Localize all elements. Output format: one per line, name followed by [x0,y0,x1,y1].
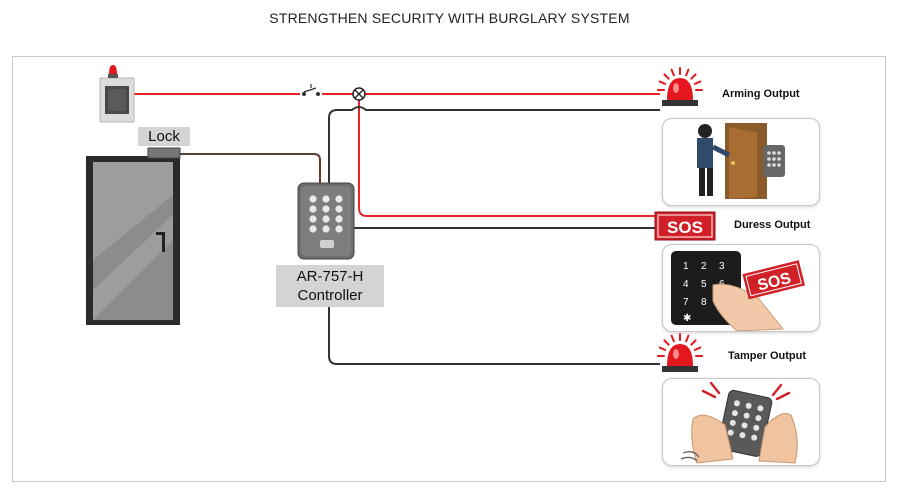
duress-illustration-card: 123 456 78 ✱ SOS [662,244,820,332]
alarm-box-icon [99,65,135,123]
keypad-key [322,195,330,203]
keypad-icon [297,182,355,260]
duress-output-label: Duress Output [734,219,811,231]
wires [134,93,660,365]
keypad-key [335,225,343,233]
controller-name: Controller [297,287,363,304]
sos-badge: SOS [654,211,716,241]
svg-text:3: 3 [719,261,725,272]
keypad-key [335,195,343,203]
svg-text:8: 8 [701,297,707,308]
dark-wire-arming [328,106,660,188]
siren-icon [657,67,703,106]
svg-text:4: 4 [683,279,689,290]
keypad-key [322,205,330,213]
lock-icon [147,147,181,159]
switch-icon [300,84,322,100]
sos-badge-text: SOS [667,218,703,237]
keypad-key [309,225,317,233]
page-title: STRENGTHEN SECURITY WITH BURGLARY SYSTEM [269,10,630,26]
siren-icon [657,333,703,372]
lock-label: Lock [138,127,190,146]
controller-label: AR-757-H Controller [276,265,384,307]
svg-text:7: 7 [683,297,689,308]
burglar-door-illustration [697,123,785,199]
keypad-key [322,225,330,233]
arming-output-label: Arming Output [722,88,800,100]
svg-text:5: 5 [701,279,707,290]
keypad-key [309,215,317,223]
svg-text:✱: ✱ [683,313,691,324]
keypad-key [335,205,343,213]
keypad-key [309,195,317,203]
tamper-output-label: Tamper Output [728,350,807,362]
arming-illustration-card [662,118,820,206]
red-wire-duress [358,94,656,217]
dark-wire-tamper [328,302,660,365]
svg-text:2: 2 [701,261,707,272]
junction-icon [352,87,366,101]
keypad-key [309,205,317,213]
brown-wire-lock [177,153,321,188]
duress-keypad-illustration: 123 456 78 ✱ SOS [671,251,806,331]
svg-text:1: 1 [683,261,689,272]
tamper-hands-illustration [680,381,798,464]
keypad-key [322,215,330,223]
keypad-key [335,215,343,223]
controller-model: AR-757-H [296,268,364,285]
tamper-illustration-card [662,378,820,466]
door-icon [86,156,180,325]
